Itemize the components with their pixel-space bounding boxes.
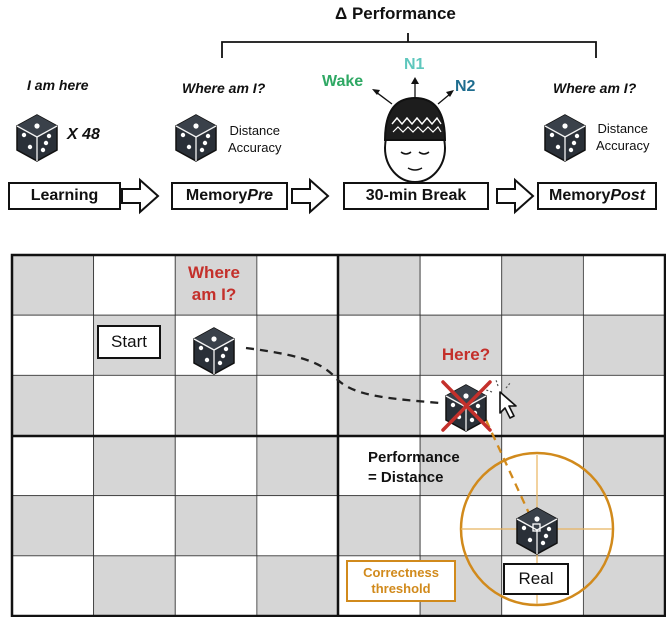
where-am-i-grid-label: Where am I? [174, 262, 254, 306]
n1-label: N1 [404, 56, 425, 73]
board-cell [419, 435, 503, 497]
sleeping-head-icon [383, 96, 447, 183]
start-box: Start [97, 325, 161, 359]
board-cell [419, 314, 503, 376]
threshold-box: Correctness threshold [346, 560, 456, 602]
step-memory-pre-suffix: Pre [247, 187, 274, 204]
pre-distance-label: Distance [229, 123, 281, 138]
post-metrics: Distance Accuracy [596, 120, 649, 154]
board-cell [419, 254, 503, 316]
where-am-i-post-label: Where am I? [553, 80, 637, 96]
board-cell [256, 254, 339, 316]
board-cell [174, 435, 258, 497]
distance-line [484, 419, 535, 523]
wake-label: Wake [322, 73, 364, 90]
wrong-cross-icon [441, 380, 492, 432]
board-cell [11, 254, 95, 316]
post-distance-label: Distance [597, 121, 649, 136]
start-label: Start [111, 332, 147, 351]
board-cell [11, 435, 95, 497]
i-am-here-label: I am here [27, 77, 89, 93]
board-cell [256, 314, 339, 376]
where-am-i-line2: am I? [191, 285, 237, 304]
flow-arrow-3 [496, 177, 535, 215]
board-cell [174, 495, 258, 557]
guess-path [245, 346, 441, 405]
board-cell [93, 254, 176, 316]
step-learning: Learning [8, 182, 121, 210]
board-cell [338, 254, 421, 316]
step-break: 30-min Break [343, 182, 489, 210]
board-cell [582, 374, 666, 436]
dice-icon-pre [175, 114, 217, 162]
board-cell [338, 374, 421, 436]
board-cell [338, 314, 421, 376]
board-cell [93, 374, 176, 436]
real-box: Real [503, 563, 569, 595]
threshold-line1: Correctness [363, 565, 439, 580]
performance-line2: = Distance [368, 469, 444, 486]
post-accuracy-label: Accuracy [596, 138, 650, 153]
board-cell [582, 495, 666, 557]
board-cell [501, 314, 584, 376]
board-cell [11, 314, 95, 376]
step-memory-post-suffix: Post [610, 187, 646, 204]
board-cell [582, 435, 666, 497]
pre-metrics: Distance Accuracy [228, 122, 281, 156]
board-cell [256, 555, 339, 617]
wake-arrow [375, 91, 393, 105]
pre-accuracy-label: Accuracy [228, 140, 282, 155]
board-cell [582, 555, 666, 617]
performance-title: Δ Performance [335, 4, 456, 23]
repetitions-label: X 48 [67, 126, 100, 143]
board-cell [174, 254, 258, 316]
board-cell [582, 314, 666, 376]
step-memory-pre-prefix: Memory [185, 187, 248, 204]
where-am-i-pre-label: Where am I? [182, 80, 266, 96]
board-cell [174, 374, 258, 436]
board-cell [93, 555, 176, 617]
board-cell [11, 374, 95, 436]
performance-bracket [221, 33, 597, 58]
performance-distance-label: Performance = Distance [368, 448, 460, 488]
n2-label: N2 [455, 78, 476, 95]
here-label: Here? [441, 345, 491, 364]
dice-icon-learning [16, 114, 58, 162]
board-cell [93, 495, 176, 557]
performance-line1: Performance [368, 449, 460, 466]
board-cell [93, 435, 176, 497]
board-cell [11, 555, 95, 617]
step-memory-post-prefix: Memory [548, 187, 611, 204]
real-label: Real [518, 569, 554, 588]
board-cell [256, 435, 339, 497]
step-learning-label: Learning [30, 187, 99, 204]
board-cell [582, 254, 666, 316]
dice-icon-start [193, 327, 235, 375]
board-cell [338, 495, 421, 557]
board-cell [174, 555, 258, 617]
board-cell [256, 495, 339, 557]
board-cell [501, 435, 584, 497]
cursor-icon [485, 379, 517, 419]
where-am-i-line1: Where [188, 263, 240, 282]
flow-arrow-2 [291, 177, 330, 215]
n2-arrow [437, 93, 451, 105]
step-break-label: 30-min Break [365, 187, 467, 204]
board-cell [501, 254, 584, 316]
board-cell [256, 374, 339, 436]
flow-arrow-1 [121, 177, 160, 215]
board-cell [11, 495, 95, 557]
threshold-line2: threshold [371, 581, 431, 596]
dice-icon-post [544, 114, 586, 162]
